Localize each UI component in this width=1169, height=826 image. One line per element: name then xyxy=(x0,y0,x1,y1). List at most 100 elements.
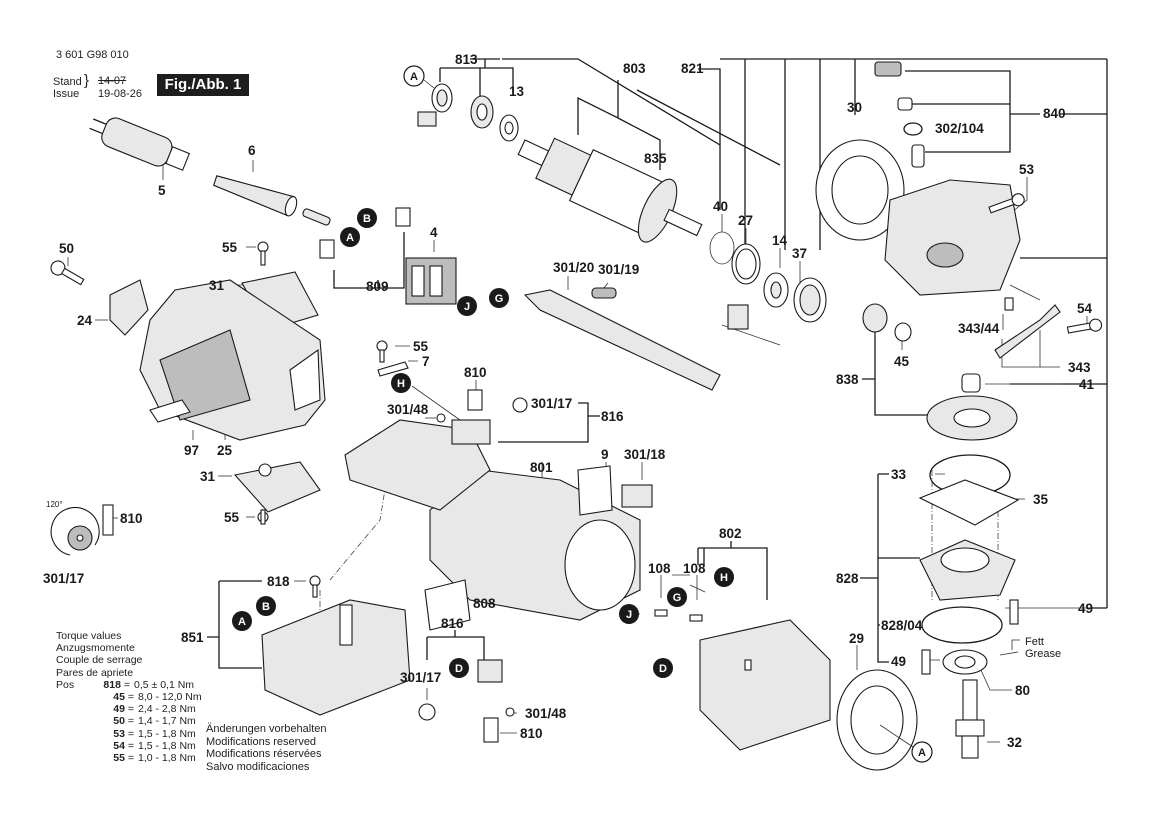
callout-24: 24 xyxy=(77,313,93,328)
callout-31a: 31 xyxy=(209,278,225,293)
screw-301-48a xyxy=(436,413,446,423)
callout-301-17b: 301/17 xyxy=(531,396,572,411)
callout-40: 40 xyxy=(713,199,728,214)
callout-108b: 108 xyxy=(683,561,706,576)
connector-A: A xyxy=(232,611,252,631)
connector-G: G xyxy=(489,288,509,308)
torque-pos: 45 xyxy=(113,691,125,704)
screw-55b-part xyxy=(257,509,269,525)
leader-108s xyxy=(660,575,698,600)
leader-813-long xyxy=(502,58,721,146)
torque-title-de: Anzugsmomente xyxy=(56,642,135,655)
callout-49a: 49 xyxy=(1078,601,1093,616)
handle-part-24 xyxy=(109,279,149,336)
torque-value: 2,4 - 2,8 Nm xyxy=(138,703,196,716)
washer-80 xyxy=(942,649,988,675)
brush-box-small xyxy=(417,111,437,127)
o-ring-828-04 xyxy=(921,606,1003,644)
switch-carrier-851 xyxy=(261,599,411,716)
grease-arrow xyxy=(999,639,1020,656)
bracket-809 xyxy=(333,232,405,289)
needle-bearing-41 xyxy=(961,373,981,393)
issue-date: 19-08-26 xyxy=(98,88,143,100)
svg-text:G: G xyxy=(673,592,682,604)
bearing-13-part xyxy=(499,114,519,142)
torque-row: 45 =8,0 - 12,0 Nm xyxy=(113,691,202,704)
torque-pos: 54 xyxy=(113,739,125,752)
callout-35: 35 xyxy=(1033,492,1049,507)
pinion-838 xyxy=(862,303,888,333)
motor-housing-part xyxy=(139,279,326,441)
screw-54-part xyxy=(1066,318,1103,334)
parts xyxy=(50,61,1103,771)
plate-35 xyxy=(918,479,1020,526)
callout-37: 37 xyxy=(792,246,807,261)
callout-13: 13 xyxy=(509,84,525,99)
callout-33: 33 xyxy=(891,467,907,482)
callout-97: 97 xyxy=(184,443,199,458)
callout-301-17c: 301/17 xyxy=(400,670,441,685)
callout-301-18: 301/18 xyxy=(624,447,666,462)
guard-29 xyxy=(836,669,918,771)
terminal-108b xyxy=(689,614,703,622)
leader-55c-7 xyxy=(395,345,418,362)
bracket-803 xyxy=(577,80,661,170)
leader-H1 xyxy=(411,385,461,421)
notice-en: Modifications reserved xyxy=(206,735,317,748)
holder-816a xyxy=(451,419,491,445)
callout-25: 25 xyxy=(217,443,233,458)
modifications-notice: Änderungen vorbehalten Modifications res… xyxy=(206,723,326,773)
connector-B: B xyxy=(256,596,276,616)
gear-housing-part xyxy=(884,179,1021,296)
callout-821: 821 xyxy=(681,61,704,76)
callout-803: 803 xyxy=(623,61,646,76)
torque-row: 50 =1,4 - 1,7 Nm xyxy=(113,715,196,728)
torque-row: 53 =1,5 - 1,8 Nm xyxy=(113,727,196,740)
svg-text:H: H xyxy=(720,572,728,584)
bearing-37-part xyxy=(793,277,827,323)
label-97-part xyxy=(149,399,191,423)
power-plug-part xyxy=(89,117,191,171)
callout-80: 80 xyxy=(1015,683,1030,698)
torque-pos: 818 xyxy=(103,678,121,691)
spindle-32 xyxy=(955,679,985,759)
torque-row: 55 =1,0 - 1,8 Nm xyxy=(113,752,196,765)
callout-55a: 55 xyxy=(222,240,238,255)
sheet-9 xyxy=(577,465,613,516)
bracket-821 xyxy=(698,58,1107,250)
grease-note-grease: Grease xyxy=(1025,648,1061,660)
callout-808: 808 xyxy=(473,596,496,611)
torque-row: 49 =2,4 - 2,8 Nm xyxy=(113,703,196,716)
bracket-838 xyxy=(862,330,930,416)
bearing-flange-828 xyxy=(919,539,1016,601)
switch-part xyxy=(405,257,457,305)
callout-838: 838 xyxy=(836,372,859,387)
connector-H: H xyxy=(391,373,411,393)
callout-816a: 816 xyxy=(601,409,624,424)
cover-31b-part xyxy=(233,461,321,513)
callout-45: 45 xyxy=(894,354,910,369)
callout-55c: 55 xyxy=(413,339,429,354)
spring-840 xyxy=(897,97,913,111)
screw-53-part xyxy=(988,193,1025,214)
callout-14: 14 xyxy=(772,233,788,248)
svg-text:B: B xyxy=(262,601,270,613)
screw-55a-part xyxy=(257,241,269,266)
slide-switch-part xyxy=(523,289,721,391)
angle-note: 120° xyxy=(46,500,63,509)
brush-810b xyxy=(467,389,483,411)
callout-31b: 31 xyxy=(200,469,216,484)
svg-text:H: H xyxy=(397,378,405,390)
torque-table: Torque values Anzugsmomente Couple de se… xyxy=(56,630,202,764)
screw-818 xyxy=(309,575,321,598)
callout-49b: 49 xyxy=(891,654,906,669)
nut-45 xyxy=(894,322,912,342)
pos-prefix: Pos xyxy=(56,678,75,691)
callout-labels: 813 13 803 835 821 30 840 302/104 53 6 5… xyxy=(43,52,1095,750)
connector-J: J xyxy=(619,604,639,624)
leader-80 xyxy=(979,667,1012,691)
connector-H: H xyxy=(714,567,734,587)
callout-343: 343 xyxy=(1068,360,1091,375)
callout-810c: 810 xyxy=(520,726,543,741)
connector-J: J xyxy=(457,296,477,316)
